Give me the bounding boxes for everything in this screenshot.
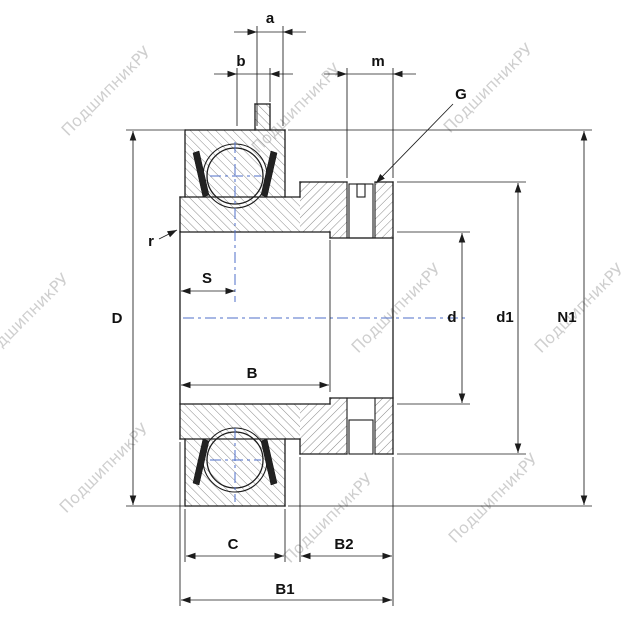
seal-top-right	[260, 150, 278, 198]
dim-label-g: G	[455, 86, 467, 103]
inner-ring-top-section	[180, 144, 300, 232]
dim-label-m: m	[371, 53, 384, 70]
collar-screw-hole-bottom	[346, 397, 376, 455]
dim-label-b: b	[236, 53, 245, 70]
dim-label-b1: B1	[275, 581, 294, 598]
extension-lines	[126, 26, 592, 606]
watermark-text: ПодшипникРУ	[440, 39, 537, 136]
watermark-text: ПодшипникРУ	[280, 469, 377, 566]
watermark-text: ПодшипникРУ	[0, 269, 73, 366]
dim-label-a: a	[266, 10, 275, 27]
dimension-lines	[126, 26, 592, 606]
dim-label-d1: d1	[496, 309, 514, 326]
dim-label-b2: B2	[334, 536, 353, 553]
watermark-text: ПодшипникРУ	[531, 259, 628, 356]
inner-ring-bottom-section	[180, 404, 300, 492]
dim-label-d-bore: d	[447, 309, 456, 326]
seal-top-left	[192, 150, 210, 198]
watermark-text: ПодшипникРУ	[56, 419, 153, 516]
centerlines	[183, 142, 466, 502]
dim-label-b-inner: B	[247, 365, 258, 382]
seal-bottom-left	[192, 438, 210, 486]
dim-label-c: C	[228, 536, 239, 553]
dim-r-leader	[158, 229, 178, 240]
screw-hole-plug	[348, 419, 374, 455]
dim-label-s: S	[202, 270, 212, 287]
dim-label-n1: N1	[557, 309, 576, 326]
dim-label-d-outer: D	[112, 310, 123, 327]
grub-screw-socket	[356, 183, 366, 198]
outer-ring-bottom-section	[185, 428, 285, 506]
grub-screw	[346, 181, 376, 239]
seal-bottom-right	[260, 438, 278, 486]
section-hatching	[180, 104, 393, 506]
watermark-text: ПодшипникРУ	[445, 449, 542, 546]
grub-screw-body	[348, 183, 374, 239]
watermark-text: ПодшипникРУ	[58, 42, 155, 139]
watermark-text: ПодшипникРУ	[348, 259, 445, 356]
watermark-layer: ПодшипникРУ ПодшипникРУ ПодшипникРУ Подш…	[0, 39, 628, 566]
seals	[192, 150, 278, 486]
dim-g-leader	[375, 103, 454, 184]
dim-label-r: r	[148, 233, 154, 250]
dimension-labels: a b m G r S D B d d1 N1 C B2 B1	[112, 10, 577, 598]
